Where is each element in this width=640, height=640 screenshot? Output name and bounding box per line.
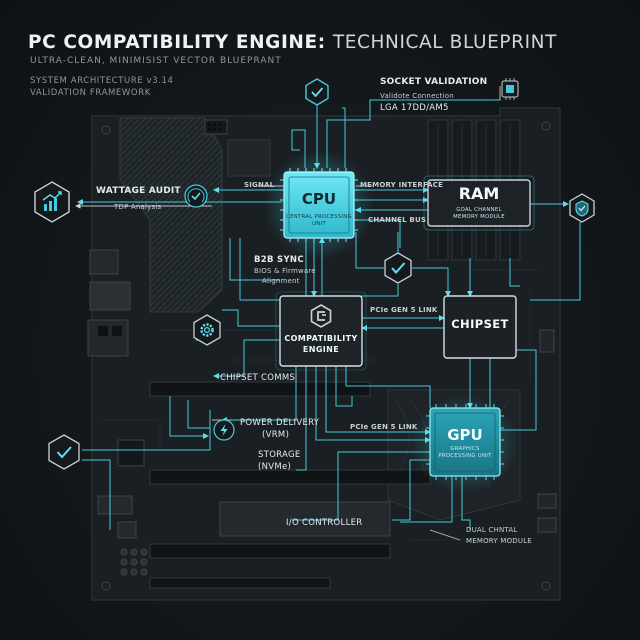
chart-up-hexagon-icon	[34, 181, 70, 223]
label-storage: STORAGE	[258, 450, 301, 460]
meta-architecture: SYSTEM ARCHITECTURE v3.14	[30, 76, 174, 86]
label-nvme: (NVMe)	[258, 462, 292, 472]
label-channel-bus: CHANNEL BUS	[368, 216, 427, 224]
label-socket-validation: SOCKET VALIDATION	[380, 77, 488, 87]
cpu-subtitle-2: UNIT	[312, 221, 326, 227]
label-tdp-analysis: TDP Analysis	[114, 203, 162, 211]
label-chipset-comms: CHIPSET COMMS	[220, 373, 296, 383]
label-dual-channel-2: MEMORY MODULE	[466, 537, 532, 545]
label-memory-interface: MEMORY INTERFACE	[360, 181, 444, 189]
label-wattage-audit: WATTAGE AUDIT	[96, 186, 181, 196]
label-pcie-link-1: PCIe GEN 5 LINK	[370, 306, 438, 314]
label-b2b-sync: B2B SYNC	[254, 255, 304, 265]
page-subtitle: ULTRA-CLEAN, MINIMISIST VECTOR BLUEPRANT	[30, 56, 282, 66]
center-check-hexagon-icon	[384, 252, 412, 284]
label-vrm: (VRM)	[262, 430, 290, 440]
label-power-delivery: POWER DELIVERY	[240, 418, 320, 428]
chip-icon	[501, 78, 519, 100]
left-check-hexagon-icon	[48, 434, 80, 470]
engine-title-1: COMPATIBILITY	[284, 334, 358, 343]
gpu-subtitle-2: PROCESSING UNIT	[438, 453, 492, 459]
label-bios-line1: BIOS & Firmware	[254, 267, 316, 275]
ram-node	[423, 175, 535, 231]
cpu-title: CPU	[301, 190, 337, 208]
engine-node	[275, 291, 367, 371]
label-dual-channel-1: DUAL CHNTAL	[466, 526, 518, 534]
label-validate-connection: Validote Connection	[380, 92, 454, 100]
page-title: PC COMPATIBILITY ENGINE: TECHNICAL BLUEP…	[28, 32, 557, 53]
cpu-subtitle-1: CENTRAL PROCESSING	[286, 214, 352, 220]
title-rest: TECHNICAL BLUEPRINT	[332, 32, 557, 53]
gpu-subtitle-1: GRAPHICS	[450, 446, 480, 452]
chipset-title: CHIPSET	[451, 317, 509, 331]
ram-subtitle-1: GOAL CHANNEL	[456, 207, 502, 213]
label-bios-line2: Alignment	[262, 277, 300, 285]
gpu-title: GPU	[447, 426, 483, 444]
shield-check-hexagon-icon	[569, 193, 595, 223]
title-strong: PC COMPATIBILITY ENGINE:	[28, 32, 326, 53]
check-hexagon-icon	[305, 78, 329, 106]
engine-title-2: ENGINE	[302, 345, 340, 354]
engine-logo-icon	[310, 304, 332, 328]
ram-subtitle-2: MEMORY MODULE	[453, 214, 505, 220]
lightning-icon	[213, 419, 235, 441]
label-socket-type: LGA 17DD/AM5	[380, 103, 449, 113]
ram-title: RAM	[458, 184, 500, 203]
meta-framework: VALIDATION FRAMEWORK	[30, 88, 151, 98]
label-io-controller: I/O CONTROLLER	[286, 518, 363, 528]
chipset-node	[443, 295, 517, 359]
label-signal: SIGNAL	[244, 181, 275, 189]
gear-hexagon-icon	[193, 314, 221, 346]
label-pcie-link-2: PCIe GEN 5 LINK	[350, 423, 418, 431]
gauge-check-icon	[184, 184, 208, 208]
gpu-node	[410, 394, 520, 494]
cpu-node	[264, 150, 374, 260]
